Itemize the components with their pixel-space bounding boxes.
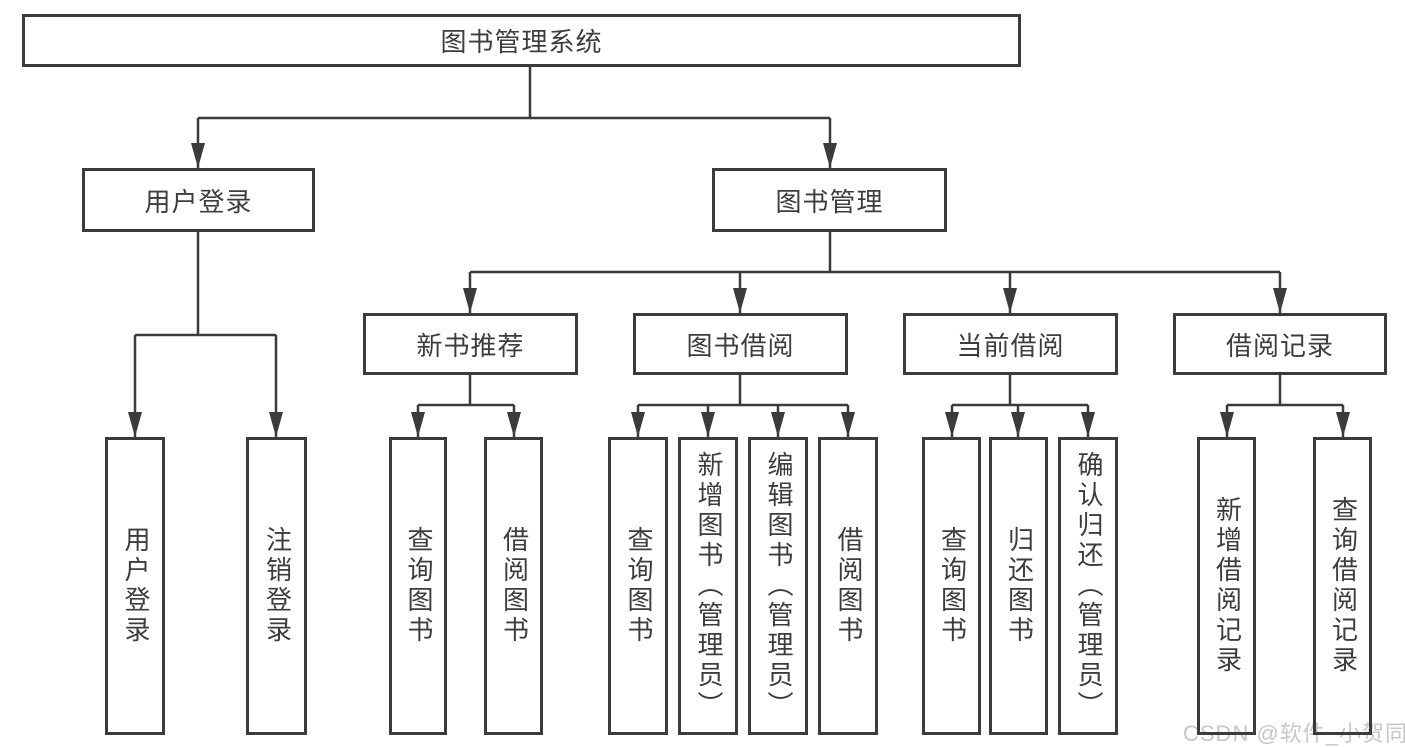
tree-branch-lines (135, 67, 1343, 407)
node-label: 当前借阅 (956, 330, 1065, 361)
node-root: 图书管理系统 (22, 14, 1021, 67)
leaf-current-return-books: 归还图书 (989, 437, 1048, 735)
node-label: 查询图书 (623, 526, 654, 646)
node-label: 用户登录 (144, 186, 253, 217)
node-label: 图书借阅 (686, 330, 795, 361)
leaf-user-login: 用户登录 (105, 437, 165, 735)
leaf-records-query-record: 查询借阅记录 (1313, 437, 1372, 735)
leaf-borrow-add-books-admin: 新增图书（管理员） (678, 437, 738, 735)
leaf-newbooks-borrow-books: 借阅图书 (484, 437, 543, 735)
node-label: 借阅图书 (833, 526, 864, 646)
node-label: 查询图书 (937, 526, 968, 646)
leaf-records-add-record: 新增借阅记录 (1197, 437, 1256, 735)
leaf-current-query-books: 查询图书 (922, 437, 981, 735)
node-label: 编辑图书（管理员） (763, 451, 794, 721)
node-user-login: 用户登录 (82, 168, 315, 232)
node-label: 新书推荐 (416, 330, 525, 361)
node-label: 查询借阅记录 (1328, 496, 1359, 676)
leaf-current-confirm-return-admin: 确认归还（管理员） (1058, 437, 1118, 735)
node-current-borrowing: 当前借阅 (903, 313, 1118, 375)
node-label: 图书管理系统 (440, 27, 603, 57)
node-book-borrowing: 图书借阅 (633, 313, 848, 375)
node-label: 图书管理 (775, 186, 884, 217)
node-label: 归还图书 (1004, 526, 1035, 646)
tree-arrows (128, 118, 1350, 437)
node-label: 确认归还（管理员） (1073, 451, 1104, 721)
node-borrowing-records: 借阅记录 (1173, 313, 1387, 375)
leaf-borrow-borrow-books: 借阅图书 (818, 437, 878, 735)
node-label: 新增借阅记录 (1212, 496, 1243, 676)
node-label: 新增图书（管理员） (693, 451, 724, 721)
node-label: 用户登录 (120, 526, 151, 646)
leaf-borrow-edit-books-admin: 编辑图书（管理员） (748, 437, 808, 735)
node-label: 借阅记录 (1225, 330, 1334, 361)
leaf-newbooks-query-books: 查询图书 (389, 437, 447, 735)
node-label: 借阅图书 (499, 526, 530, 646)
leaf-logout: 注销登录 (246, 437, 307, 735)
node-book-management: 图书管理 (712, 168, 947, 232)
node-new-book-recommend: 新书推荐 (363, 313, 578, 375)
node-label: 注销登录 (262, 526, 293, 646)
leaf-borrow-query-books: 查询图书 (608, 437, 668, 735)
node-label: 查询图书 (403, 526, 434, 646)
